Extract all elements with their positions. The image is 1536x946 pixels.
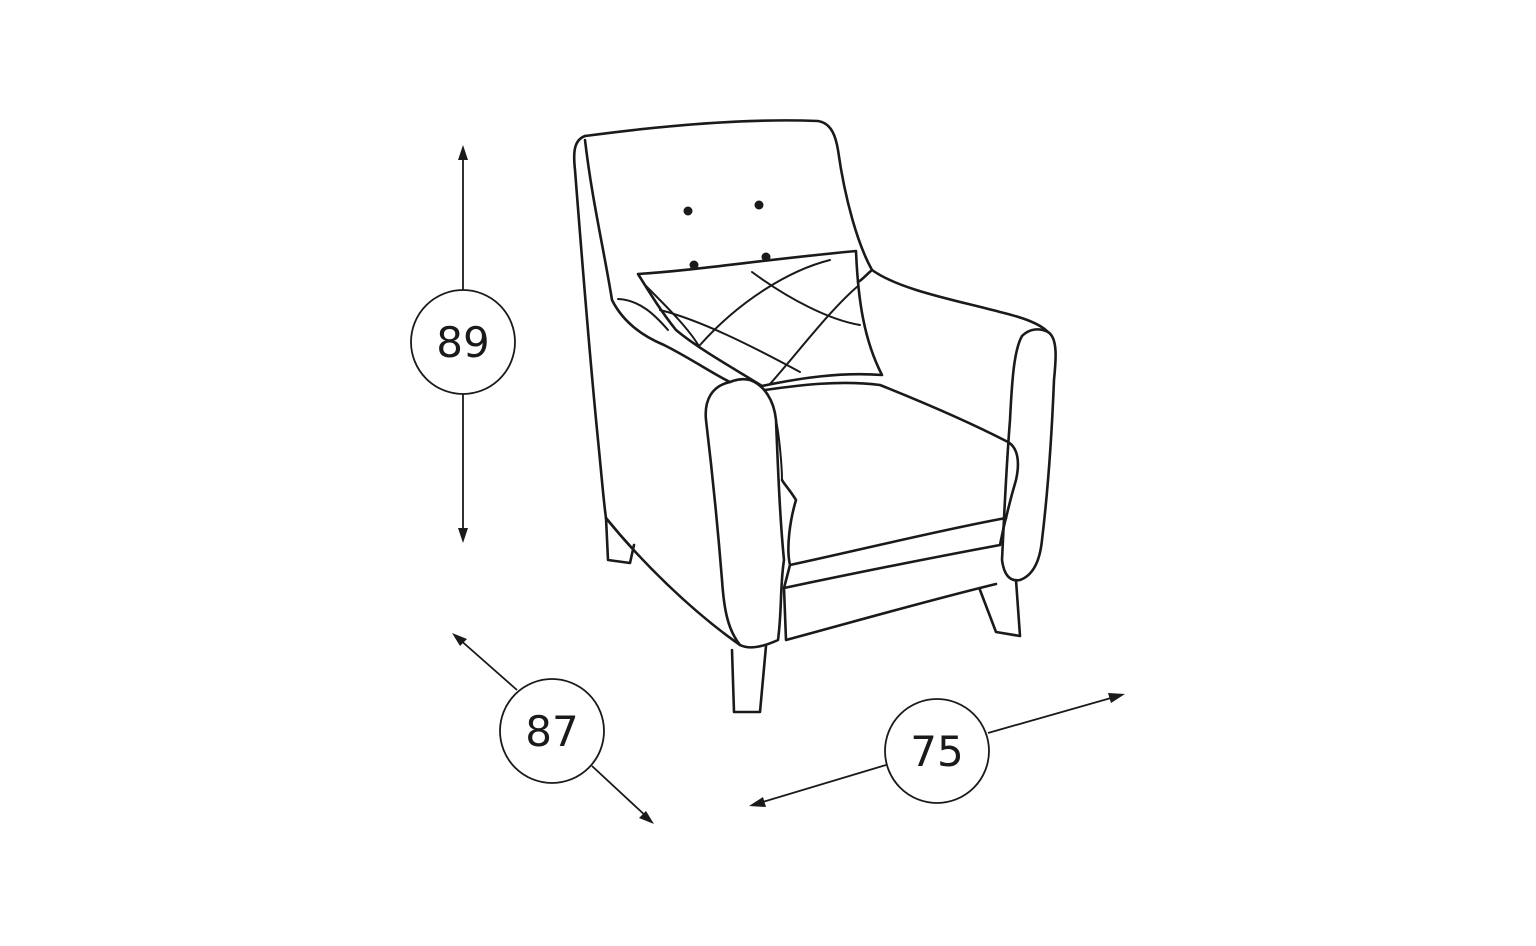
height-dimension: 89 xyxy=(410,145,516,543)
chair-pillow-pattern-3 xyxy=(659,309,801,373)
chair-inner-fold xyxy=(617,298,669,331)
chair-base-front xyxy=(782,582,998,642)
chair-leg-front-left xyxy=(730,644,768,714)
depth-line-top xyxy=(457,637,518,691)
width-arrow-right xyxy=(1108,693,1125,703)
width-circle xyxy=(884,698,990,804)
chair-pillow-pattern-1 xyxy=(751,271,861,326)
chair-button-1 xyxy=(683,206,693,216)
chair-button-2 xyxy=(754,200,764,210)
depth-arrow-up xyxy=(452,633,467,646)
depth-arrow-down xyxy=(639,811,654,824)
width-line-right xyxy=(987,695,1119,734)
depth-circle xyxy=(499,678,605,784)
chair-seat-front-panel xyxy=(782,516,1008,590)
chair-base-side xyxy=(604,516,742,647)
chair-leg-front-right xyxy=(978,578,1022,638)
chair-pillow xyxy=(636,249,884,388)
width-arrow-left xyxy=(749,797,766,807)
chair-back-outline xyxy=(583,119,1050,334)
width-value: 75 xyxy=(910,727,963,776)
chair-button-4 xyxy=(761,252,771,262)
armchair-illustration xyxy=(572,119,1057,714)
height-arrow-down xyxy=(458,528,468,543)
chair-pillow-pattern-4 xyxy=(769,285,859,385)
chair-back-left-edge xyxy=(572,134,608,520)
chair-back-right-lower xyxy=(856,268,874,284)
depth-line-bottom xyxy=(591,765,649,819)
height-value: 89 xyxy=(436,318,489,367)
chair-back-inner-left xyxy=(583,138,732,384)
chair-button-3 xyxy=(689,260,699,270)
height-arrow-up xyxy=(458,145,468,160)
chair-pillow-seam-1 xyxy=(645,285,701,349)
width-line-left xyxy=(755,764,887,805)
height-circle xyxy=(410,289,516,395)
chair-leg-rear-left xyxy=(604,516,636,565)
depth-value: 87 xyxy=(525,707,578,756)
chair-right-arm xyxy=(1000,328,1057,582)
depth-dimension: 87 xyxy=(452,633,654,824)
width-dimension: 75 xyxy=(749,693,1125,807)
chair-left-arm xyxy=(704,377,786,649)
chair-left-arm-seam xyxy=(775,419,783,481)
chair-seat-cushion xyxy=(763,381,1020,567)
